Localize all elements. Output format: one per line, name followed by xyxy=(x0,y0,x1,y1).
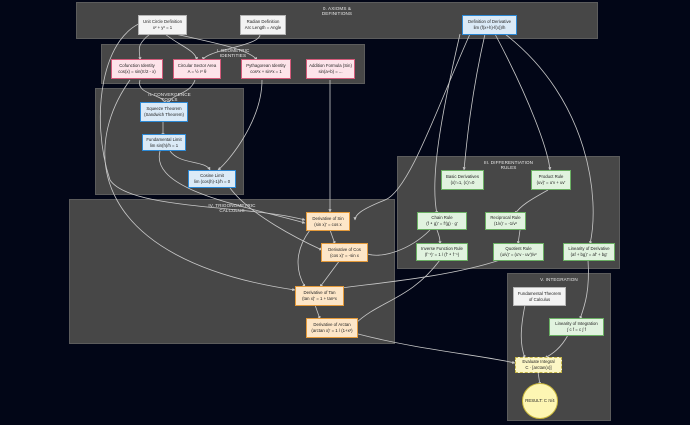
node-title: Squeeze Theorem xyxy=(146,106,182,112)
node-linearity-integration[interactable]: Linearity of Integration ∫ c f = c ∫ f xyxy=(549,318,604,336)
node-radian[interactable]: Radian Definition Arc Length = Angle xyxy=(240,15,286,35)
node-derivative-arctan[interactable]: Derivative of Arctan (arctan x)' = 1 / (… xyxy=(306,318,358,338)
node-formula: (sin x)' = cos x xyxy=(314,221,342,227)
node-title: Evaluate Integral xyxy=(522,359,555,365)
node-title: Pythagorean Identity xyxy=(246,63,286,69)
node-title: Reciprocal Rule xyxy=(490,215,521,221)
node-title: Linearity of Integration xyxy=(555,321,598,327)
node-reciprocal-rule[interactable]: Reciprocal Rule (1/v)' = -1/v² xyxy=(485,212,526,230)
node-title: Product Rule xyxy=(538,174,564,180)
node-pythagorean[interactable]: Pythagorean Identity cos²x + sin²x = 1 xyxy=(241,59,291,79)
node-fundamental-limit[interactable]: Fundamental Limit lim sin(h)/h = 1 xyxy=(142,134,186,151)
node-formula: x² + y² = 1 xyxy=(152,25,173,30)
edge xyxy=(494,33,552,171)
node-product-rule[interactable]: Product Rule (uv)' = u'v + uv' xyxy=(531,170,571,190)
node-title: Definition of Derivative xyxy=(468,19,511,25)
node-fundamental-theorem[interactable]: Fundamental Theorem of Calculus xyxy=(513,287,566,306)
node-formula: (u/v)' = (u'v - uv')/v² xyxy=(500,252,537,257)
node-title: Linearity of Derivative xyxy=(568,246,610,252)
node-derivative-definition[interactable]: Definition of Derivative lim (f(x+h)-f(x… xyxy=(462,15,517,35)
edge xyxy=(462,33,486,171)
node-squeeze-theorem[interactable]: Squeeze Theorem (Sandwich Theorem) xyxy=(140,102,188,122)
node-formula: cos(x) = sin(π/2 - x) xyxy=(118,69,156,74)
node-formula: (af + bg)' = af' + bg' xyxy=(570,252,608,257)
node-title: Circular Sector Area xyxy=(177,63,217,69)
node-inverse-function-rule[interactable]: Inverse Function Rule (f⁻¹)' = 1 / (f' ∘… xyxy=(416,243,468,261)
node-evaluate-integral[interactable]: Evaluate Integral C · [arctan(x)] xyxy=(515,357,562,373)
node-title: Addition Formula (Sin) xyxy=(309,63,352,69)
node-formula: C · [arctan(x)] xyxy=(525,365,552,370)
cluster-title: 0. AXIOMS & DEFINITIONS xyxy=(321,6,353,17)
node-formula: A = ½ r² θ xyxy=(187,69,207,74)
node-addition-formula[interactable]: Addition Formula (Sin) sin(a+b) = ... xyxy=(306,59,355,79)
node-basic-derivatives[interactable]: Basic Derivatives (x)'=1, (c)'=0 xyxy=(441,170,484,190)
node-sector-area[interactable]: Circular Sector Area A = ½ r² θ xyxy=(173,59,221,79)
node-title: Unit Circle Definition xyxy=(143,19,182,25)
node-title: Derivative of Cos xyxy=(328,246,361,252)
cluster-title: III. DIFFERENTIATION RULES xyxy=(483,160,534,171)
node-title: Inverse Function Rule xyxy=(421,246,463,252)
node-title: Fundamental Limit xyxy=(146,136,182,142)
node-formula: (Sandwich Theorem) xyxy=(144,112,184,117)
node-title: Basic Derivatives xyxy=(446,174,479,180)
node-title: Cofunction Identity xyxy=(119,63,155,69)
node-formula: (tan x)' = 1 + tan²x xyxy=(302,296,337,301)
node-title: Derivative of Tan xyxy=(303,290,336,296)
node-formula: (f⁻¹)' = 1 / (f' ∘ f⁻¹) xyxy=(424,252,460,257)
cluster-title: V. INTEGRATION xyxy=(540,277,578,282)
node-formula: ∫ c f = c ∫ f xyxy=(567,327,586,332)
node-linearity-derivative[interactable]: Linearity of Derivative (af + bg)' = af'… xyxy=(563,243,615,261)
node-formula: (x)'=1, (c)'=0 xyxy=(450,180,475,185)
node-cofunction[interactable]: Cofunction Identity cos(x) = sin(π/2 - x… xyxy=(111,59,163,79)
node-title: Cosine Limit xyxy=(200,173,224,179)
node-derivative-sin[interactable]: Derivative of Sin (sin x)' = cos x xyxy=(306,212,350,231)
node-title: Derivative of Arctan xyxy=(313,322,351,328)
node-formula: (uv)' = u'v + uv' xyxy=(536,180,566,185)
node-quotient-rule[interactable]: Quotient Rule (u/v)' = (u'v - uv')/v² xyxy=(493,243,544,261)
node-formula: lim (f(x+h)-f(x))/h xyxy=(473,25,506,30)
node-result[interactable]: RESULT: C π/4 xyxy=(522,383,558,419)
node-formula: (cos x)' = -sin x xyxy=(330,252,359,258)
node-formula: (1/v)' = -1/v² xyxy=(494,221,517,226)
node-formula: cos²x + sin²x = 1 xyxy=(250,69,282,74)
node-formula: sin(a+b) = ... xyxy=(318,69,343,74)
node-formula: of Calculus xyxy=(528,296,551,302)
node-unit-circle[interactable]: Unit Circle Definition x² + y² = 1 xyxy=(138,15,187,35)
node-formula: Arc Length = Angle xyxy=(244,25,282,30)
node-derivative-tan[interactable]: Derivative of Tan (tan x)' = 1 + tan²x xyxy=(295,286,344,306)
node-formula: lim sin(h)/h = 1 xyxy=(149,142,179,148)
node-cosine-limit[interactable]: Cosine Limit lim (cos(h)-1)/h = 0 xyxy=(188,170,236,188)
node-formula: (arctan x)' = 1 / (1+x²) xyxy=(311,328,353,333)
node-derivative-cos[interactable]: Derivative of Cos (cos x)' = -sin x xyxy=(321,243,368,262)
node-title: RESULT: C π/4 xyxy=(525,398,555,404)
node-title: Quotient Rule xyxy=(505,246,532,252)
node-formula: lim (cos(h)-1)/h = 0 xyxy=(193,179,231,184)
node-title: Chain Rule xyxy=(431,215,453,221)
node-title: Derivative of Sin xyxy=(312,215,344,221)
node-formula: (f ∘ g)' = f'(g) · g' xyxy=(426,221,458,226)
node-title: Radian Definition xyxy=(246,19,280,25)
node-chain-rule[interactable]: Chain Rule (f ∘ g)' = f'(g) · g' xyxy=(417,212,467,230)
node-title: Fundamental Theorem xyxy=(517,290,562,296)
cluster-title: I. GEOMETRIC IDENTITIES xyxy=(216,48,250,59)
